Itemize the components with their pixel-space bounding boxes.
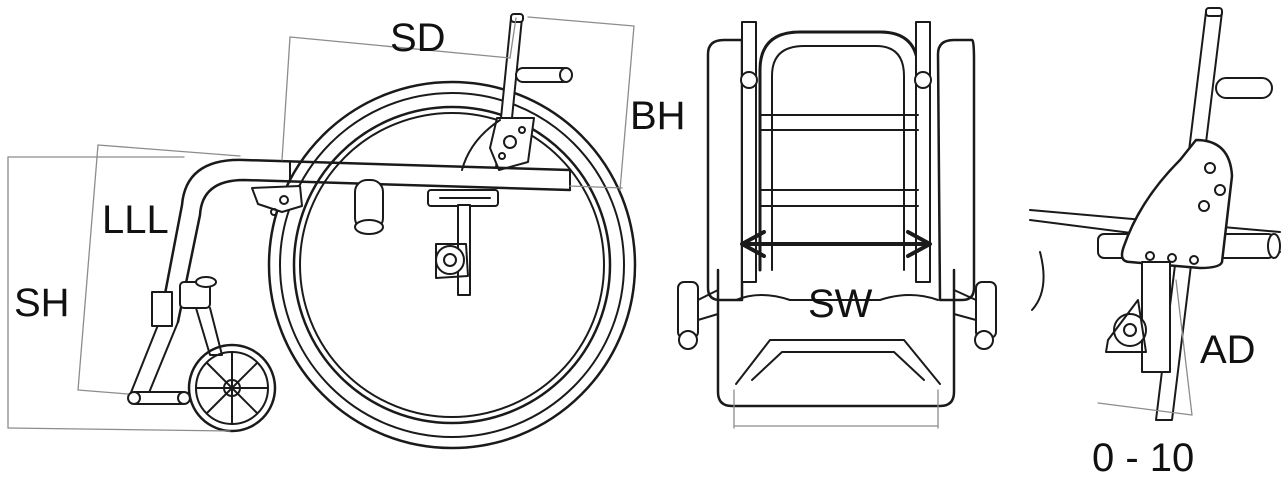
seat-width-arrow [740,230,932,258]
caster-wheel [187,343,277,433]
label-ad-range: 0 - 10 [1092,436,1195,480]
label-sw: SW [808,282,873,326]
front-leg [127,276,223,405]
front-view [677,21,997,408]
label-bh: BH [630,94,686,138]
label-ad: AD [1200,328,1256,372]
side-view [127,13,637,450]
detail-dimension-lines [1097,279,1193,416]
label-lll: LLL [102,198,169,242]
side-dimension-lines [7,16,635,432]
label-sh: SH [14,281,70,325]
backrest-post [461,13,573,171]
label-sd: SD [390,16,446,60]
side-frame [158,158,572,324]
rear-wheel [267,80,637,450]
detail-view [1029,7,1281,421]
front-dimension-lines [733,389,939,429]
axle-assembly [435,204,471,296]
